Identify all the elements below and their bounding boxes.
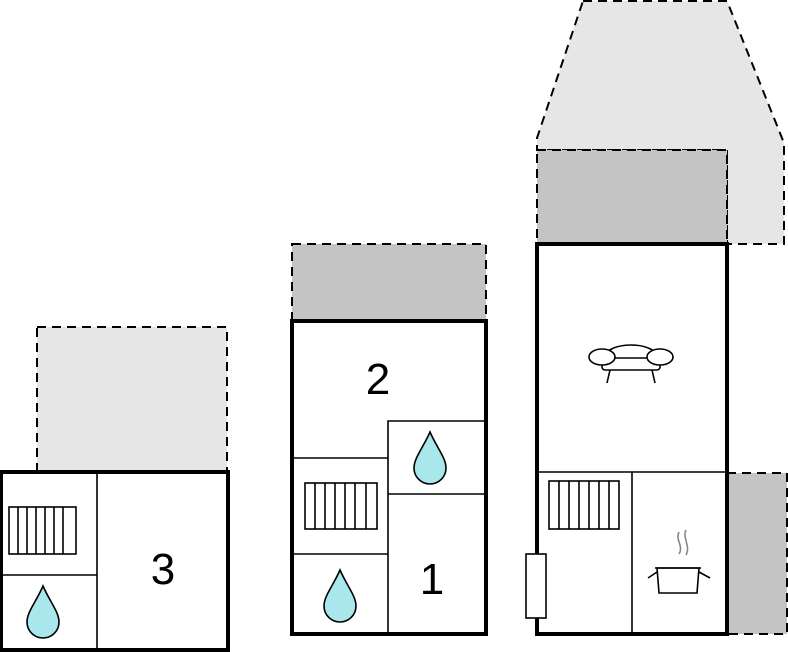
radiator-icon [548, 480, 620, 530]
water-drop-icon [413, 430, 447, 485]
radiator-icon [304, 482, 378, 530]
floor-plan-a: 3 [0, 326, 230, 652]
room-number: 2 [366, 355, 390, 404]
water-drop-icon [323, 568, 357, 623]
terrace-area [291, 243, 487, 322]
cooking-pot-icon [647, 529, 711, 594]
terrace-area [36, 326, 228, 473]
radiator-icon [8, 506, 77, 555]
side-terrace-area [726, 472, 788, 635]
water-drop-icon [26, 584, 60, 639]
floor-plan-b: 2 1 [290, 243, 488, 636]
sofa-icon [588, 344, 674, 384]
floor-plan-c [525, 0, 788, 636]
room-number: 3 [151, 545, 175, 594]
interior-wall [292, 420, 486, 459]
room-number: 1 [420, 555, 444, 604]
door-icon [525, 553, 547, 619]
terrace-area [536, 149, 728, 245]
building-outline [290, 319, 488, 636]
